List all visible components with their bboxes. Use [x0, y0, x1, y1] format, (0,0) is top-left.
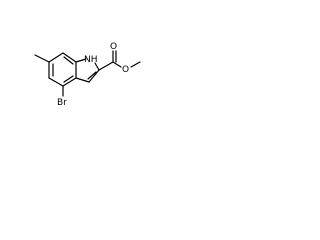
molecule-structure: NH Br O O — [34, 42, 141, 108]
bond — [48, 52, 64, 63]
bond — [94, 62, 100, 71]
double-bond-inner — [63, 75, 74, 83]
br-label: Br — [57, 98, 67, 108]
carbonyl-oxygen-label: O — [110, 42, 117, 52]
ester-bond — [112, 61, 122, 68]
bond — [62, 77, 77, 87]
methoxy-bond — [130, 61, 141, 68]
methyl-bond — [34, 54, 50, 63]
ester-oxygen-label: O — [122, 65, 129, 75]
double-bond-inner — [63, 56, 74, 65]
bond — [75, 77, 90, 83]
bond — [98, 61, 114, 71]
bond — [75, 58, 87, 63]
bond — [62, 52, 77, 63]
bond — [48, 77, 64, 87]
bond-lines — [34, 50, 141, 97]
structure-canvas: NH Br O O — [0, 0, 152, 152]
bond — [88, 69, 100, 83]
nh-label: NH — [84, 55, 98, 65]
double-bond-inner — [87, 71, 97, 80]
